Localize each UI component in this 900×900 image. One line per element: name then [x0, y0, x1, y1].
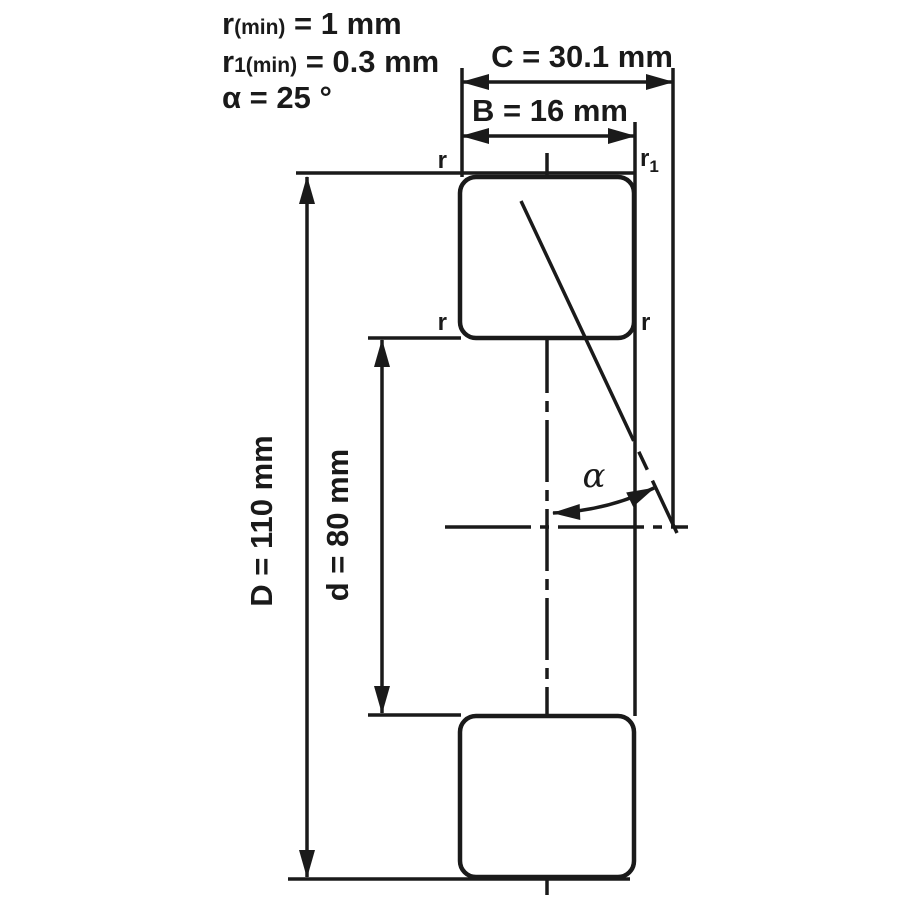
dimension-label-D: D = 110 mm: [244, 435, 279, 606]
spec-block: r(min) = 1 mm r1(min) = 0.3 mm α = 25 °: [222, 6, 439, 115]
corner-radius-label-mid-right: r: [641, 309, 650, 336]
dimension-label-d: d = 80 mm: [320, 449, 355, 602]
dimension-label-B: B = 16 mm: [472, 93, 628, 128]
angle-arc-arrow: [552, 486, 655, 520]
alpha-symbol-label: α: [583, 456, 606, 496]
corner-radius-label-top-right: r1: [640, 145, 659, 176]
contact-angle-line: [519, 200, 679, 534]
top-bearing-cross-section: [457, 174, 637, 341]
bottom-bearing-cross-section: [457, 713, 637, 880]
dimension-label-C: C = 30.1 mm: [491, 39, 673, 74]
spec-r1-min: r1(min) = 0.3 mm: [222, 44, 439, 79]
spec-alpha: α = 25 °: [222, 80, 332, 115]
dimension-lines: [299, 74, 674, 878]
corner-radius-label-mid-left: r: [438, 309, 447, 336]
corner-radius-label-top-left: r: [438, 147, 447, 174]
spec-r-min: r(min) = 1 mm: [222, 6, 402, 41]
bottom-bearing-outline: [457, 713, 637, 880]
